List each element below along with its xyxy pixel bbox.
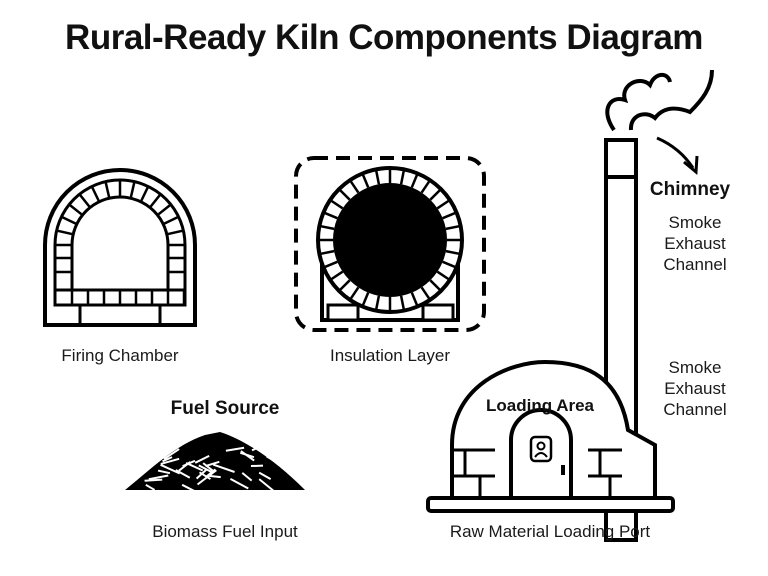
chamber-brick-joint	[141, 186, 148, 201]
firing-chamber-label: Firing Chamber	[20, 346, 220, 366]
chamber-brick-joint	[79, 194, 90, 207]
fuel-stick	[252, 441, 272, 450]
chamber-brick-joint	[150, 194, 161, 207]
smoke-channel-label: Smoke Exhaust Channel	[650, 357, 740, 420]
raw-material-label: Raw Material Loading Port	[420, 522, 680, 542]
fuel-stick	[209, 476, 221, 477]
chamber-brick-joint	[131, 182, 135, 199]
fuel-source-heading: Fuel Source	[125, 398, 325, 420]
fuel-stick	[145, 480, 163, 481]
chamber-brick-joint	[69, 204, 82, 215]
firing-chamber-icon	[45, 170, 195, 325]
insulation-layer-icon	[296, 158, 484, 330]
chimney-description: Smoke Exhaust Channel	[650, 212, 740, 275]
loading-area-heading: Loading Area	[470, 396, 610, 416]
fuel-stick	[156, 449, 165, 455]
chimney-heading: Chimney	[645, 179, 735, 201]
chamber-brick-joint	[92, 186, 99, 201]
chamber-brick-joint	[106, 182, 110, 199]
biomass-pile-icon	[125, 432, 308, 493]
chamber-brick-joint	[167, 231, 184, 235]
chamber-brick-joint	[158, 204, 171, 215]
chamber-brick-joint	[163, 217, 178, 224]
insulation-layer-label: Insulation Layer	[290, 346, 490, 366]
biomass-fuel-label: Biomass Fuel Input	[120, 522, 330, 542]
chamber-brick-joint	[61, 217, 76, 224]
chamber-brick-joint	[57, 231, 74, 235]
